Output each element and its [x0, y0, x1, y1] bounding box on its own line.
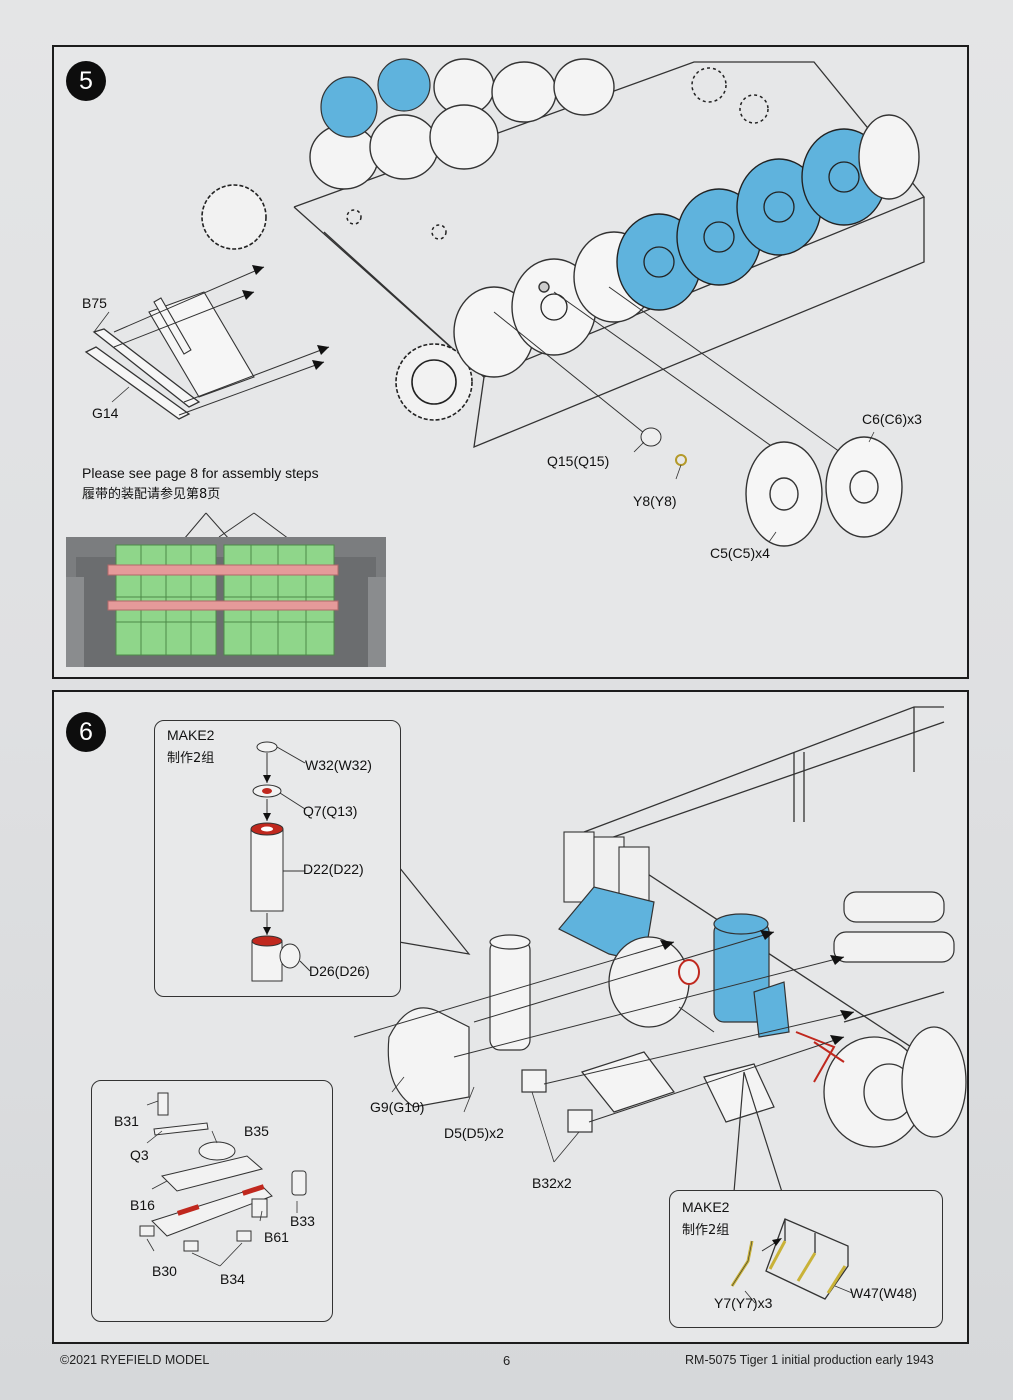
label-b61: B61: [264, 1229, 289, 1245]
footer-copyright: ©2021 RYEFIELD MODEL: [60, 1353, 210, 1367]
track-pin-upper: [107, 564, 339, 576]
step-6-panel: 6: [52, 690, 969, 1344]
label-b16: B16: [130, 1197, 155, 1213]
inset-right-subassembly: MAKE2 制作2组 Y7(Y7)x: [669, 1190, 943, 1328]
step-6-illustration: [353, 706, 967, 1193]
label-d5: D5(D5)x2: [444, 1125, 504, 1141]
part-w47-frame: [703, 1063, 775, 1123]
assembly-lines: [353, 931, 855, 1123]
idler-wheel: [608, 936, 700, 1028]
label-b33: B33: [290, 1213, 315, 1229]
inset-top-subassembly: MAKE2 制作2组: [154, 720, 401, 997]
track-note-english: Please see page 8 for assembly steps: [82, 465, 319, 481]
far-road-wheels-blue: [320, 58, 431, 138]
label-g9: G9(G10): [370, 1099, 425, 1115]
label-leaders: [391, 1076, 580, 1163]
label-d26: D26(D26): [309, 963, 370, 979]
hull-hatches: [346, 67, 769, 240]
label-b75: B75: [82, 295, 107, 311]
inset-right-make-cn: 制作2组: [682, 1223, 730, 1238]
far-road-wheels: [309, 58, 615, 190]
footer-page-number: 6: [503, 1353, 511, 1368]
part-q15: [640, 427, 662, 447]
near-road-wheels-blue: [616, 128, 887, 311]
footer-product-title: RM-5075 Tiger 1 initial production early…: [685, 1353, 934, 1367]
label-q7: Q7(Q13): [303, 803, 358, 819]
label-b32: B32x2: [532, 1175, 572, 1191]
label-c5: C5(C5)x4: [710, 545, 770, 561]
label-b35: B35: [244, 1123, 269, 1139]
label-w32: W32(W32): [305, 757, 372, 773]
track-pins: [84, 328, 201, 420]
label-q3: Q3: [130, 1147, 149, 1163]
label-leaders: [93, 311, 875, 543]
inset-left-subassembly: B31 Q3 B35 B16 B33 B61 B30 B34: [91, 1080, 333, 1322]
track-note-chinese: 履带的装配请参见第8页: [82, 487, 221, 502]
arrow-heads: [242, 265, 329, 370]
step-5-illustration: [84, 58, 926, 547]
label-b31: B31: [114, 1113, 139, 1129]
part-b32-b: [567, 1109, 593, 1133]
loose-road-wheels: [745, 436, 903, 547]
wheel-hubs: [540, 161, 860, 321]
inset-right-callout: [733, 1071, 783, 1193]
inset-top-make-en: MAKE2: [167, 727, 215, 743]
label-w47: W47(W48): [850, 1285, 917, 1301]
inset-top-illustration: [250, 741, 311, 982]
step-5-panel: 5: [52, 45, 969, 679]
track-pin-lower: [107, 600, 339, 611]
idler-wheel: [858, 114, 920, 200]
inset-top-callout: [398, 866, 471, 955]
track-links: [148, 291, 255, 398]
part-g9: [387, 1007, 470, 1108]
suspension-arms: [833, 891, 955, 963]
inset-right-illustration: [730, 1218, 853, 1304]
label-q15: Q15(Q15): [547, 453, 610, 469]
label-y7: Y7(Y7)x3: [714, 1295, 773, 1311]
part-y8: [675, 454, 687, 466]
arrow-heads: [660, 930, 854, 1045]
part-b32-a: [521, 1069, 547, 1093]
part-linkage: [580, 1051, 675, 1113]
note-callout-lines: [183, 512, 290, 540]
loose-parts: [387, 934, 775, 1133]
label-c6: C6(C6)x3: [862, 411, 922, 427]
inset-right-make-en: MAKE2: [682, 1199, 730, 1215]
sprocket-wheels: [201, 184, 473, 421]
assembly-lines: [113, 266, 855, 463]
track-assembly-render: [66, 537, 386, 667]
rear-road-wheels: [823, 1026, 967, 1148]
step-6-badge: 6: [66, 712, 106, 752]
label-g14: G14: [92, 405, 119, 421]
label-y8: Y8(Y8): [633, 493, 677, 509]
label-b34: B34: [220, 1271, 245, 1287]
step-5-badge: 5: [66, 61, 106, 101]
hull-rear-outline: [583, 706, 945, 1063]
label-d22: D22(D22): [303, 861, 364, 877]
inset-left-illustration: [139, 1092, 307, 1267]
label-b30: B30: [152, 1263, 177, 1279]
inset-top-make-cn: 制作2组: [167, 751, 215, 766]
